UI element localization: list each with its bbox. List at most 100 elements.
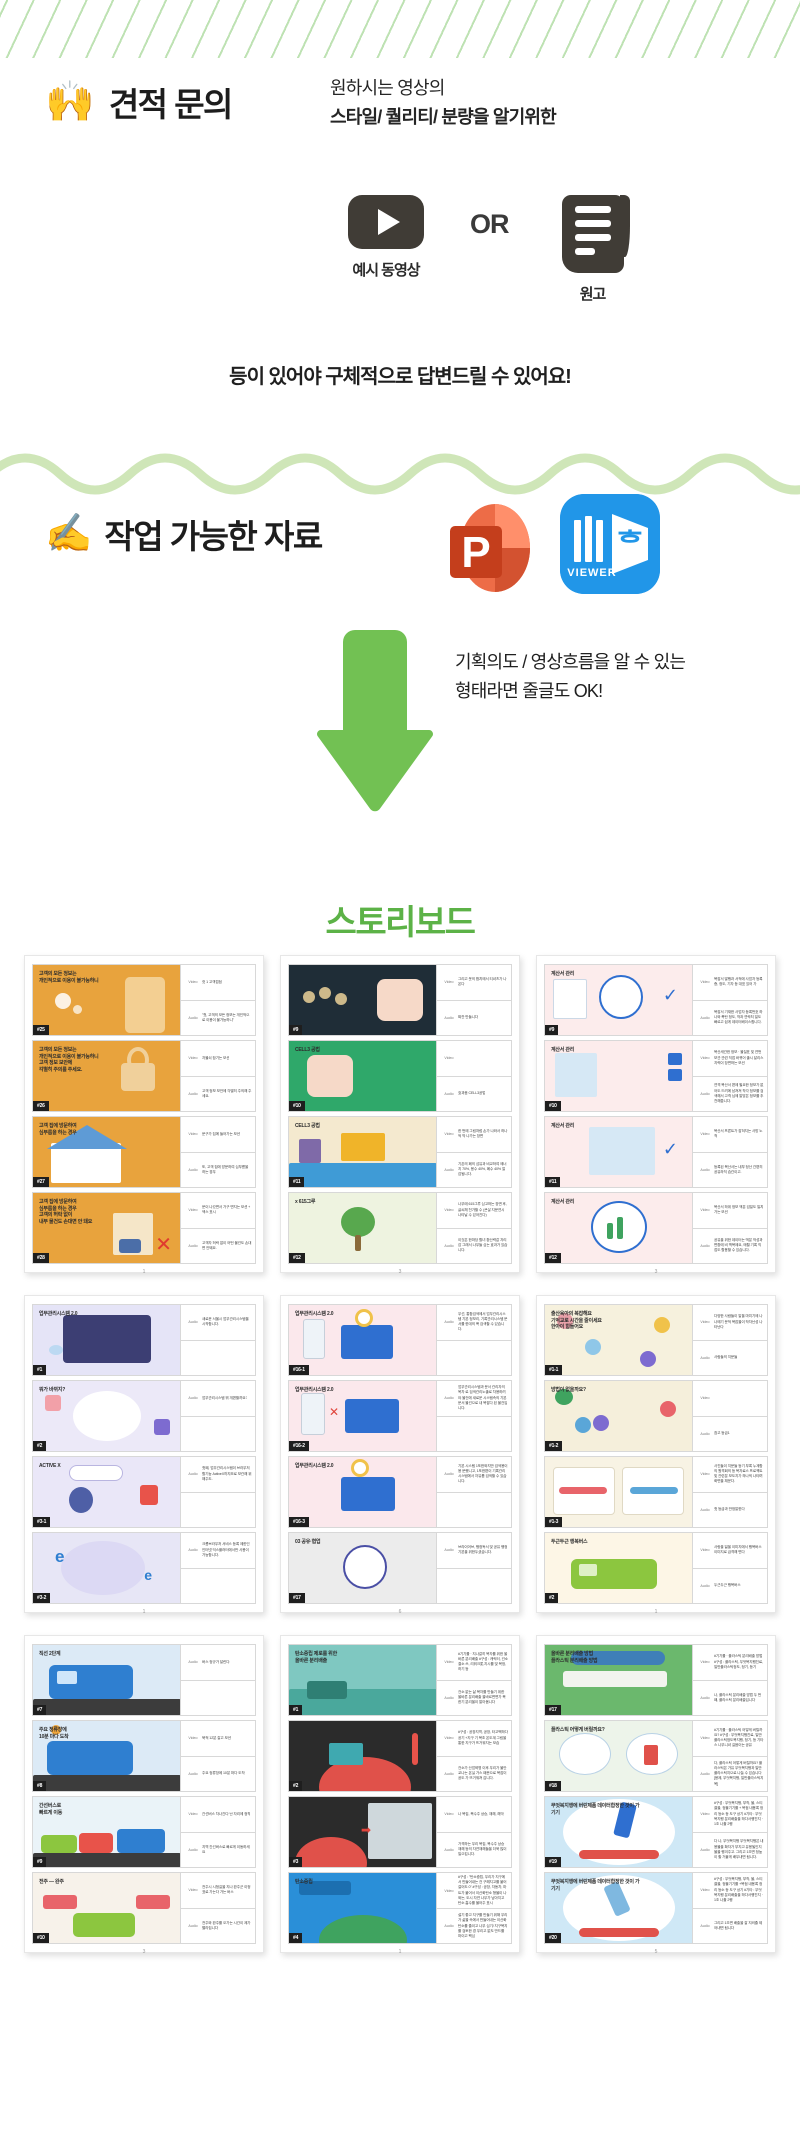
- cell-description-text: 나무에 615그루 심고하는 장면 후, 글씨체 천가할 수 (큰살 지문연시 …: [458, 1202, 507, 1217]
- video-example-caption: 예시 동영상: [352, 262, 420, 279]
- cell-description-text: 짜잔 만들니다: [458, 1015, 479, 1020]
- cell-description-text: 이것은 한마당 활녀 환산력값 자리감 그래서 나무들 심는 효과가 있습니다.: [458, 1237, 508, 1253]
- scene-number-badge: #4: [289, 1933, 303, 1943]
- scene-number-badge: #2: [545, 1593, 559, 1603]
- cell-description-text: #기기를 · 플라스틱 분리배출 방법 #구성 : 플라스틱, 무엇복지행진료,…: [714, 1654, 763, 1669]
- storyboard-thumbnail: 03 공유·협업#17: [289, 1533, 437, 1603]
- cell-description-text: 간선버스 차나간다 난 자리에 정착: [202, 1811, 251, 1816]
- cell-description-text: 그리고 옷의 합치에서 티셔츠가 나온다: [458, 977, 507, 987]
- scene-number-badge: #16-1: [289, 1365, 309, 1375]
- section1-subcopy-line2: 스타일/ 퀄리티/ 분량을 알기위한: [330, 107, 557, 128]
- cell-description-text: 기본 시스템 1또한와지만 검색용이용 문했니고, 1또한편이 기록관리시스템에…: [458, 1463, 508, 1484]
- cell-description-text: #기기를 · 지나갈히 복자를 위한 올바른 분리배출 #구성 : 캐릭터, 건…: [458, 1651, 508, 1672]
- cell-track-label: Video: [444, 1812, 454, 1817]
- storyboard-cell: Video#기기를 · 지나갈히 복자를 위한 올바른 분리배출 #구성 : 캐…: [437, 1645, 511, 1681]
- cell-track-label: Video: [700, 980, 710, 985]
- cell-track-label: Audio: [444, 1396, 454, 1401]
- cell-track-label: Audio: [188, 1847, 198, 1852]
- cell-track-label: Audio: [188, 1771, 198, 1776]
- cell-track-label: Audio: [700, 1015, 710, 1020]
- cell-description-text: #구성 : 무엇복지행, 부착, 물, 스티클을, 정물기기를 +복점 내용록 …: [714, 1877, 763, 1903]
- cell-description-text: 연격 복산서 편제 필요한 정보가 없어도 드려에 남져져 착각 정보를 검색해…: [714, 1083, 764, 1103]
- storyboard-cell: Video#구성 : 무엇복지행, 부착, 물, 스티클을, 정물기기를 +복점…: [693, 1873, 767, 1909]
- cell-description-text: 주요 정류장에 10분 마다 도착: [202, 1771, 245, 1776]
- storyboard-cell: Video#구성 : "탄소중립, 우리가 지구에서 만들어내는 건 구해지고를…: [437, 1873, 511, 1910]
- cell-description-text: 효과음 CELL3공법: [458, 1091, 486, 1096]
- storyboard-title: 스토리보드: [325, 904, 476, 942]
- cell-description-text: "첫, 고객의 모든 정보는 개인적으로 이용이 불가능하니": [202, 1012, 250, 1022]
- cell-description-text: 우선, 통합검색에서 업무관리시스템 기본 정보리, 기록관리시스템 문서를 한…: [458, 1311, 508, 1332]
- cell-description-text: 전주시 시청길을 지나 완주군 이정표로 가는다 가는 버스: [202, 1885, 251, 1895]
- cell-description-text: 사람들의 지문들: [714, 1355, 738, 1360]
- cell-track-label: Audio: [444, 1472, 454, 1477]
- scene-number-badge: #1-2: [545, 1441, 563, 1451]
- video-example-block: 예시 동영상: [330, 195, 442, 280]
- scene-number-badge: #9: [545, 1025, 559, 1035]
- cell-track-label: Audio: [700, 1167, 710, 1172]
- cell-track-label: Audio: [444, 1320, 454, 1325]
- estimate-inquiry-section: 🙌 견적 문의 원하시는 영상의 스타일/ 퀄리티/ 분량을 알기위한 예시 동…: [0, 60, 800, 440]
- scene-number-badge: #1: [289, 1705, 303, 1715]
- storyboard-thumbnail: 방법이 없을까요?#1-2: [545, 1381, 693, 1451]
- cell-track-label: Video: [188, 1056, 198, 1061]
- storyboard-thumbnail: #9: [289, 965, 437, 1035]
- scene-number-badge: #16-2: [289, 1441, 309, 1451]
- available-material-section: ✍️ 작업 가능한 자료 P ᄒ VIEWER 기획의도 / 영상흐름을 알 수…: [0, 494, 800, 880]
- cell-track-label: Audio: [700, 1583, 710, 1588]
- storyboard-page-number: 6: [398, 1609, 402, 1615]
- storyboard-cell: Audio "첫, 고객의 모든 정보는 개인적으로 이용이 불가능하니": [181, 1001, 255, 1036]
- section1-title: 견적 문의: [108, 86, 234, 123]
- wave-divider: [0, 453, 800, 495]
- storyboard-cell: [181, 1341, 255, 1376]
- cell-track-label: Audio: [188, 1396, 198, 1401]
- cell-track-label: Video: [444, 1208, 454, 1213]
- cell-track-label: Audio: [444, 1548, 454, 1553]
- scene-number-badge: #20: [545, 1933, 561, 1943]
- storyboard-page-number: 3: [142, 1949, 146, 1955]
- cell-track-label: Audio: [188, 1015, 198, 1020]
- cell-track-label: Video: [188, 1736, 198, 1741]
- scene-number-badge: #2: [289, 1781, 303, 1791]
- hancom-viewer-icon: ᄒ VIEWER: [560, 494, 660, 594]
- cell-description-text: 등록된 복산서는 내부 정산 간편히 공유하직 습관이고.: [714, 1164, 763, 1174]
- scene-number-badge: #25: [33, 1025, 49, 1035]
- cell-description-text: 컷 1 고객접점: [202, 979, 222, 984]
- cell-track-label: Video: [700, 1472, 710, 1477]
- storyboard-page-number: 1: [654, 1609, 658, 1615]
- storyboard-thumbnail: 업무관리시스템 2.0#16-3: [289, 1457, 437, 1527]
- section2-heading-row: ✍️ 작업 가능한 자료: [45, 510, 323, 558]
- section2-arrow-line1: 기획의도 / 영상흐름을 알 수 있는: [455, 652, 686, 672]
